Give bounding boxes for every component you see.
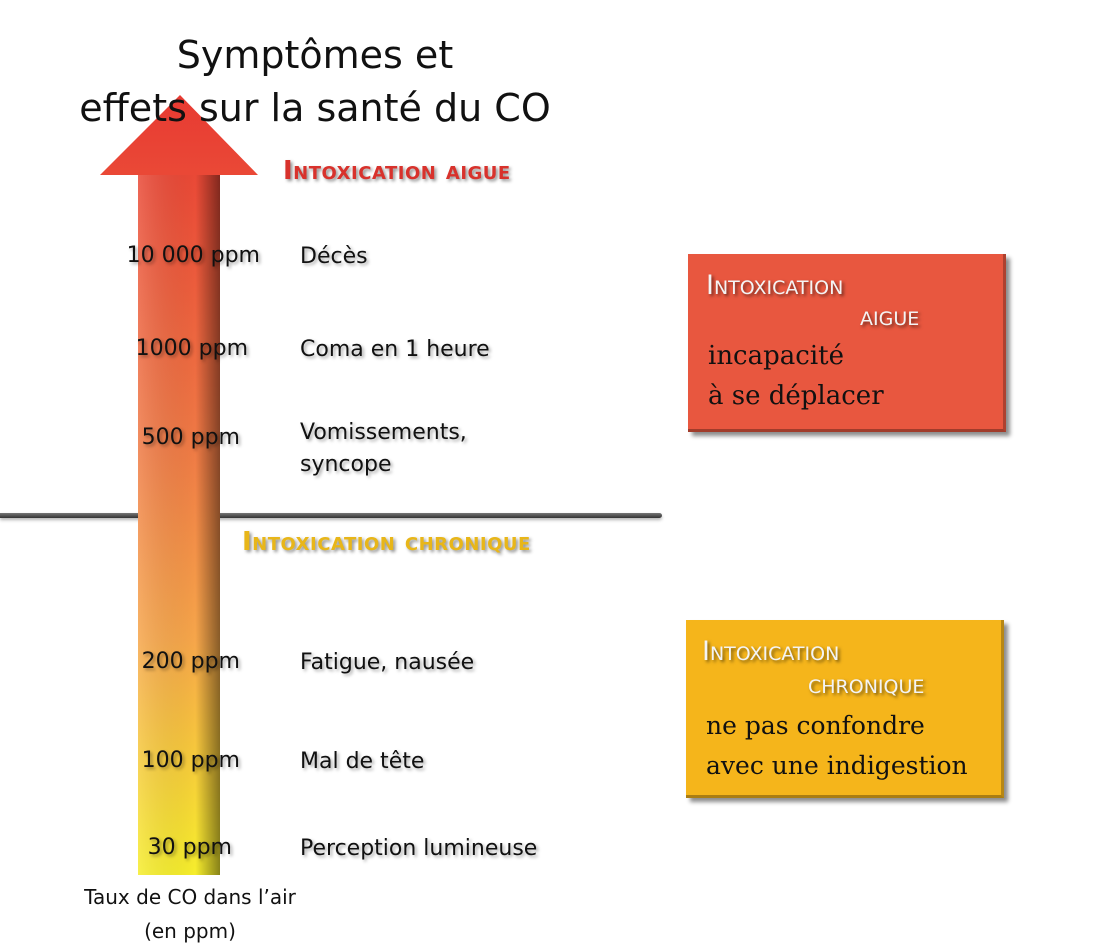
box-text: ne pas confondre avec une indigestion <box>706 706 968 786</box>
symptom-label: Coma en 1 heure <box>300 337 490 362</box>
ppm-label: 10 000 ppm <box>126 243 260 268</box>
symptom-label: Perception lumineuse <box>300 836 538 861</box>
title-line-1: Symptômes et <box>176 33 454 77</box>
axis-caption-line-1: Taux de CO dans l’air <box>84 885 296 909</box>
symptom-label: Fatigue, nausée <box>300 650 475 675</box>
acute-info-box: Intoxication aigue incapacité à se dépla… <box>688 254 1006 432</box>
ppm-label: 1000 ppm <box>135 336 248 361</box>
ppm-label: 100 ppm <box>141 748 240 773</box>
ppm-label: 200 ppm <box>141 649 240 674</box>
box-text: incapacité à se déplacer <box>708 336 884 416</box>
chronic-info-box: Intoxication chronique ne pas confondre … <box>686 620 1004 798</box>
acute-chronic-divider <box>0 513 662 518</box>
box-text-line: avec une indigestion <box>706 751 968 780</box>
axis-caption-line-2: (en ppm) <box>144 919 236 943</box>
axis-caption: Taux de CO dans l’air (en ppm) <box>40 880 340 948</box>
title-line-2: effets sur la santé du CO <box>79 86 551 130</box>
section-acute-label: Intoxication aigue <box>283 156 511 186</box>
box-subtitle: chronique <box>808 669 925 700</box>
box-subtitle: aigue <box>860 301 920 332</box>
symptom-label: Décès <box>300 244 368 269</box>
box-text-line: incapacité <box>708 341 844 371</box>
box-title: Intoxication <box>706 270 844 301</box>
ppm-label: 500 ppm <box>141 425 240 450</box>
section-chronic-label: Intoxication chronique <box>242 527 531 557</box>
box-text-line: ne pas confondre <box>706 711 925 740</box>
box-title: Intoxication <box>702 636 840 667</box>
symptom-label: Vomissements, syncope <box>300 420 467 477</box>
ppm-label: 30 ppm <box>147 835 232 860</box>
co-level-arrow <box>100 95 258 875</box>
box-text-line: à se déplacer <box>708 381 884 411</box>
symptom-label: Mal de tête <box>300 749 425 774</box>
